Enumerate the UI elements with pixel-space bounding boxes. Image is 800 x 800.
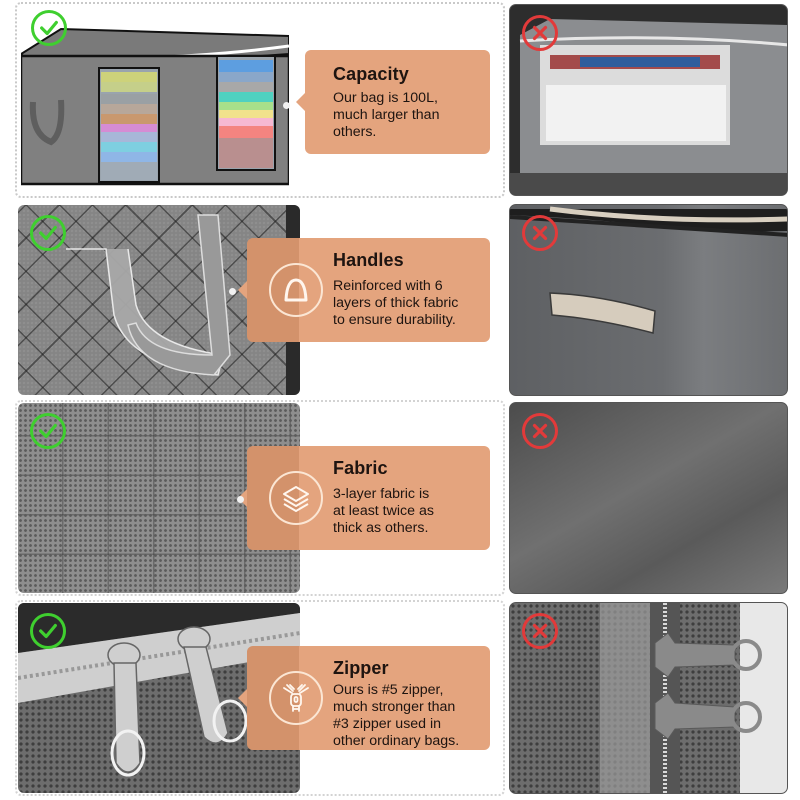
cross-badge-icon bbox=[522, 15, 558, 51]
feature-card-zipper: Zipper Ours is #5 zipper, much stronger … bbox=[238, 646, 490, 750]
feature-title: Fabric bbox=[333, 458, 388, 478]
feature-card-fabric: Fabric 3-layer fabric is at least twice … bbox=[238, 446, 490, 550]
handle-arch-icon bbox=[269, 263, 323, 317]
check-badge-icon bbox=[30, 215, 66, 251]
callout-pin bbox=[283, 102, 290, 109]
comparison-row-handles: Handles Reinforced with 6 layers of thic… bbox=[15, 202, 790, 398]
check-badge-icon bbox=[30, 413, 66, 449]
competitor-photo-zipper bbox=[509, 602, 788, 794]
callout-pin bbox=[237, 496, 244, 503]
feature-description: 3-layer fabric is at least twice as thic… bbox=[333, 486, 434, 536]
comparison-row-zipper: Zipper Ours is #5 zipper, much stronger … bbox=[15, 600, 790, 796]
check-badge-icon bbox=[31, 10, 67, 46]
row-frame bbox=[15, 400, 505, 596]
comparison-row-capacity: Capacity Our bag is 100L, much larger th… bbox=[15, 2, 790, 198]
competitor-photo-capacity bbox=[509, 4, 788, 196]
cross-badge-icon bbox=[522, 215, 558, 251]
competitor-photo-fabric bbox=[509, 402, 788, 594]
cross-badge-icon bbox=[522, 613, 558, 649]
competitor-photo-handles bbox=[509, 204, 788, 396]
callout-pin bbox=[229, 288, 236, 295]
feature-description: Reinforced with 6 layers of thick fabric… bbox=[333, 278, 459, 328]
feature-title: Capacity bbox=[333, 64, 409, 84]
feature-description: Ours is #5 zipper, much stronger than #3… bbox=[333, 682, 460, 749]
check-badge-icon bbox=[30, 613, 66, 649]
layers-icon bbox=[269, 471, 323, 525]
feature-card-handles: Handles Reinforced with 6 layers of thic… bbox=[238, 238, 490, 342]
storage-bag-photo bbox=[19, 24, 291, 186]
feature-title: Handles bbox=[333, 250, 404, 270]
feature-description: Our bag is 100L, much larger than others… bbox=[333, 90, 440, 140]
feature-card-capacity: Capacity Our bag is 100L, much larger th… bbox=[296, 50, 490, 154]
feature-title: Zipper bbox=[333, 658, 389, 678]
cross-badge-icon bbox=[522, 413, 558, 449]
row-frame bbox=[15, 600, 505, 796]
comparison-row-fabric: Fabric 3-layer fabric is at least twice … bbox=[15, 400, 790, 596]
zipper-icon bbox=[269, 671, 323, 725]
